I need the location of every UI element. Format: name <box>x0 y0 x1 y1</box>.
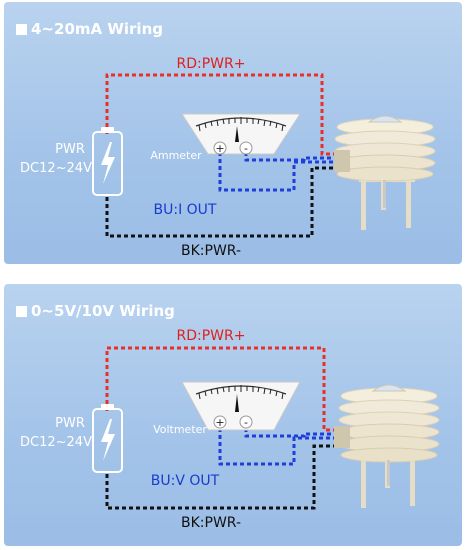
minus-terminal: - <box>244 142 248 155</box>
panel-title-text: 4~20mA Wiring <box>31 20 163 38</box>
power-label-2: DC12~24V <box>20 161 92 176</box>
black-wire-label: BK:PWR- <box>181 243 241 259</box>
sensor-shield-icon <box>334 115 436 230</box>
lightning-icon <box>101 419 115 461</box>
black-wire-label: BK:PWR- <box>181 515 241 531</box>
meter-icon <box>181 381 301 431</box>
panel-title-text: 0~5V/10V Wiring <box>31 302 175 320</box>
power-label-1: PWR <box>55 142 85 157</box>
wiring-svg: PWR DC12~24V + <box>20 56 436 259</box>
meter-label: Voltmeter <box>153 423 207 436</box>
panel-voltage-wiring: 0~5V/10V Wiring PWR DC12~24V <box>4 284 462 546</box>
red-wire-label: RD:PWR+ <box>177 56 246 72</box>
panel-title: 4~20mA Wiring <box>16 20 163 38</box>
meter-label: Ammeter <box>150 149 202 162</box>
sensor-shield-icon <box>338 384 440 508</box>
battery-icon <box>92 404 123 473</box>
power-label-1: PWR <box>55 416 85 431</box>
sensor-cable-gland <box>334 426 350 448</box>
blue-wire-return <box>244 152 344 162</box>
title-square-icon <box>16 305 27 317</box>
plus-terminal: + <box>215 142 224 155</box>
blue-wire-label: BU:V OUT <box>151 473 220 489</box>
panel-title: 0~5V/10V Wiring <box>16 302 175 320</box>
title-square-icon <box>16 23 27 35</box>
blue-wire <box>218 152 344 192</box>
minus-terminal: - <box>244 416 248 429</box>
meter-needle-icon <box>235 394 239 412</box>
battery-icon <box>92 127 123 196</box>
black-wire <box>105 166 344 238</box>
blue-wire-label: BU:I OUT <box>154 202 217 218</box>
meter-icon <box>181 113 301 155</box>
red-wire <box>105 346 344 432</box>
red-wire-label: RD:PWR+ <box>177 328 246 344</box>
blue-wire <box>218 428 344 466</box>
plus-terminal: + <box>215 416 224 429</box>
wiring-svg: PWR DC12~24V + - <box>20 328 440 531</box>
black-wire <box>105 444 344 510</box>
meter-needle-icon <box>235 126 239 142</box>
panel-current-wiring: 4~20mA Wiring PWR DC12~24V <box>4 2 462 264</box>
power-label-2: DC12~24V <box>20 435 92 450</box>
sensor-cable-gland <box>334 150 350 172</box>
red-wire <box>105 73 344 156</box>
blue-wire-return <box>244 428 344 438</box>
lightning-icon <box>101 142 115 184</box>
